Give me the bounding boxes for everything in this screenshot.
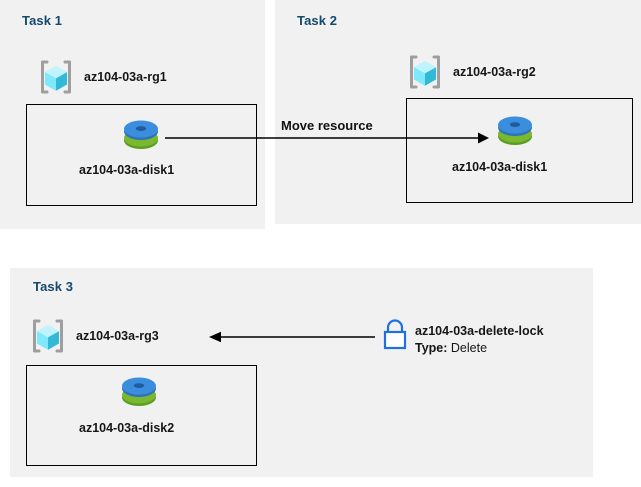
task1-title: Task 1 bbox=[22, 13, 63, 28]
task1-panel bbox=[0, 0, 265, 229]
managed-disk-icon bbox=[118, 373, 160, 413]
task3-title: Task 3 bbox=[33, 279, 74, 294]
lock-icon bbox=[379, 316, 411, 356]
resource-group-icon bbox=[36, 57, 76, 97]
task3-resource-label: az104-03a-disk2 bbox=[79, 421, 175, 435]
resource-group-icon bbox=[28, 316, 68, 356]
task1-resource-container bbox=[26, 104, 257, 206]
task2-resource-group-label: az104-03a-rg2 bbox=[453, 65, 536, 79]
lock-name-label: az104-03a-delete-lock bbox=[415, 324, 544, 338]
managed-disk-icon bbox=[120, 116, 162, 156]
task2-resource-label: az104-03a-disk1 bbox=[452, 160, 548, 174]
move-resource-arrow bbox=[165, 132, 489, 144]
task2-panel bbox=[275, 0, 641, 224]
task2-title: Task 2 bbox=[297, 13, 338, 28]
move-resource-label: Move resource bbox=[281, 118, 373, 133]
lock-type-key: Type: bbox=[415, 341, 448, 355]
lock-type-row: Type: Delete bbox=[415, 341, 487, 355]
task2-resource-container bbox=[406, 98, 633, 203]
lock-applies-to-arrow bbox=[209, 331, 375, 343]
lock-type-value: Delete bbox=[450, 341, 488, 355]
resource-group-icon bbox=[405, 52, 445, 92]
task1-resource-group-label: az104-03a-rg1 bbox=[84, 70, 167, 84]
task3-resource-group-label: az104-03a-rg3 bbox=[76, 329, 159, 343]
managed-disk-icon bbox=[494, 112, 536, 152]
task3-panel bbox=[10, 268, 593, 477]
task3-resource-container bbox=[26, 365, 257, 466]
task1-resource-label: az104-03a-disk1 bbox=[79, 163, 175, 177]
